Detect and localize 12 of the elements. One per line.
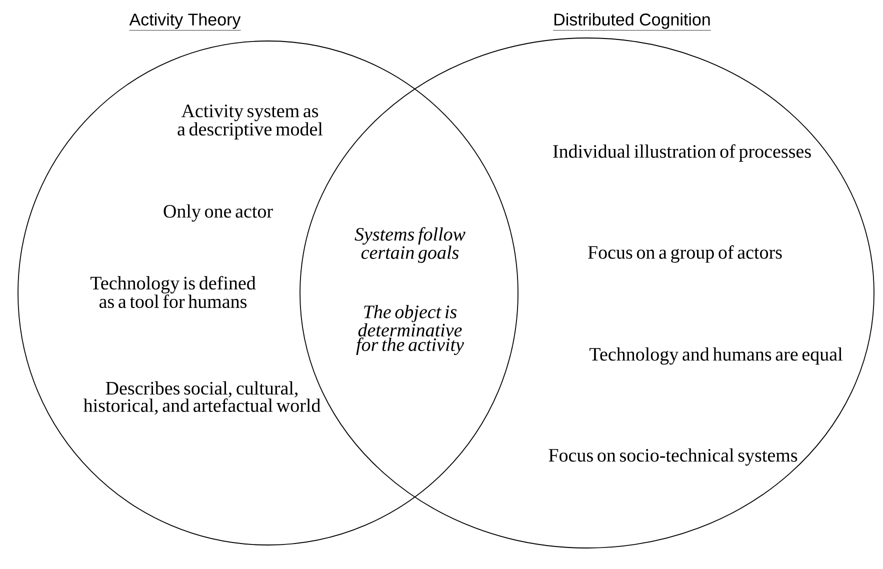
overlap-text: Systems follow certain goals [354,227,466,263]
circle-heading: Distributed Cognition [552,13,712,31]
item-text: Focus on socio-technical systems [548,448,798,466]
item-text: Only one actor [164,204,273,222]
item-text: Describes social, cultural, historical, and artefactual world [84,381,320,415]
item-text: Individual illustration of processes [553,144,811,162]
item-text: Focus on a group of actors [588,245,782,263]
item-text: Technology and humans are equal [590,347,842,365]
item-text: Technology is defined as a tool for humans [90,276,256,308]
overlap-text: The object is determinative for the activity [356,304,464,356]
circle-heading: Activity Theory [129,13,241,31]
item-text: Activity system as a descriptive model [178,104,323,140]
